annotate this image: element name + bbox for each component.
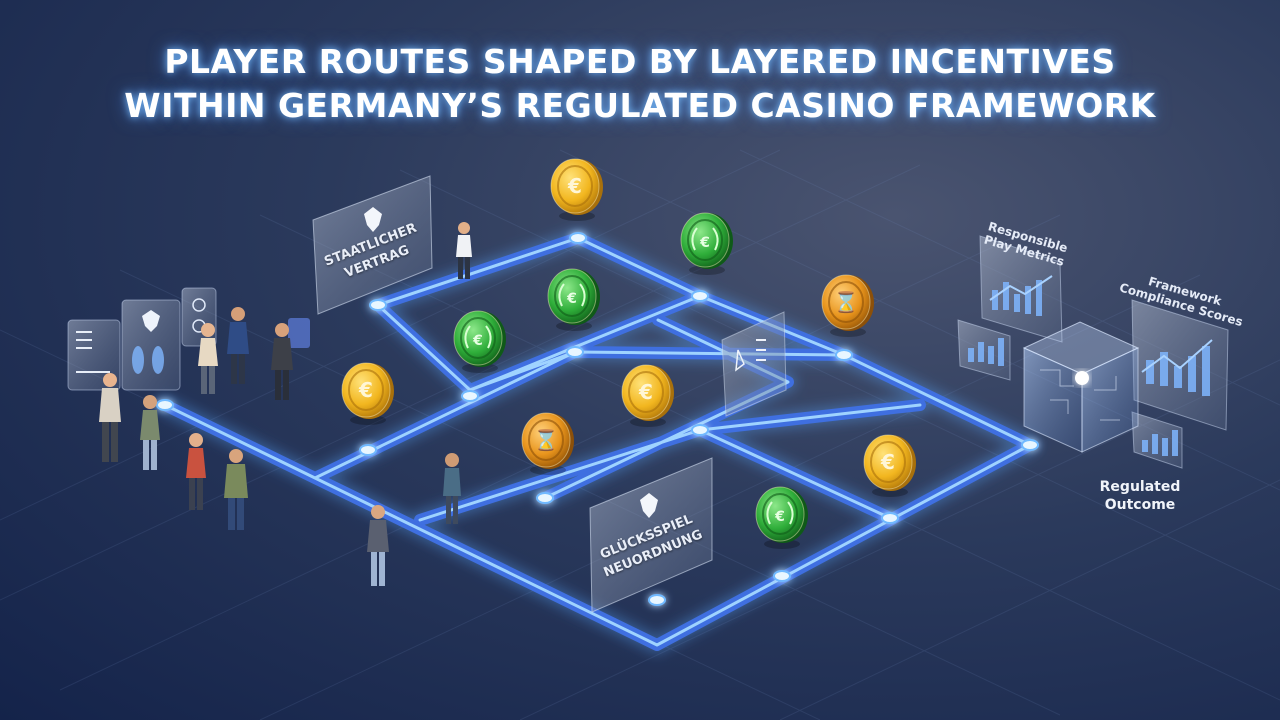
checklist-icon — [756, 339, 766, 361]
route-node — [691, 424, 709, 436]
left-dashboard — [67, 287, 310, 391]
laurel-coin: € — [680, 212, 733, 275]
route-node — [536, 492, 554, 504]
euro-icon: € — [358, 378, 373, 402]
list-icon — [76, 331, 110, 373]
player-figure — [227, 307, 249, 384]
route-node — [648, 594, 666, 606]
hourglass-coin: ⌛ — [821, 274, 874, 337]
euro-icon: € — [472, 333, 483, 349]
player-figure — [367, 505, 389, 586]
player-figure — [271, 323, 293, 400]
hourglass-icon: ⌛ — [534, 428, 559, 452]
player-figure — [224, 449, 248, 530]
route-node — [369, 299, 387, 311]
toggle-icon — [132, 346, 144, 374]
title-line: PLAYER ROUTES SHAPED BY LAYERED INCENTIV… — [164, 42, 1116, 81]
eagle-icon — [640, 493, 658, 518]
euro-icon: € — [566, 291, 577, 307]
laurel-coin: € — [547, 268, 600, 331]
euro-coin: € — [863, 434, 916, 497]
laurel-icon — [464, 325, 492, 349]
player-figure — [456, 222, 472, 279]
hourglass-coin: ⌛ — [521, 412, 574, 475]
regulated-outcome-label: Regulated Outcome — [1099, 479, 1181, 513]
route-node — [881, 512, 899, 524]
euro-icon: € — [567, 174, 582, 198]
dashboard-panel — [181, 287, 217, 347]
player-figure — [99, 373, 121, 462]
route-node — [1021, 439, 1039, 451]
route-node — [359, 444, 377, 456]
page-title: PLAYER ROUTES SHAPED BY LAYERED INCENTIV… — [0, 40, 1280, 128]
cube-icon — [1022, 321, 1140, 453]
euro-coin: € — [341, 362, 394, 425]
player-figure — [186, 433, 206, 510]
trend-arrow-icon — [1141, 339, 1213, 373]
bar-chart-icon — [992, 280, 1042, 316]
euro-coin: € — [550, 158, 603, 221]
right-metrics — [957, 235, 1229, 469]
flask-icon — [735, 349, 745, 372]
phone-panel — [288, 318, 310, 348]
laurel-icon — [691, 227, 719, 251]
bar-chart-icon — [1142, 430, 1178, 456]
trend-arrow-icon — [989, 275, 1053, 301]
euro-icon: € — [638, 380, 653, 404]
route-nodes — [156, 232, 1039, 606]
euro-icon: € — [699, 235, 710, 251]
eagle-icon — [142, 310, 160, 332]
title-line: WITHIN GERMANY’S REGULATED CASINO FRAMEW… — [124, 86, 1156, 125]
route-node — [566, 346, 584, 358]
bar-chart-icon — [968, 338, 1004, 366]
player-figure — [198, 323, 218, 394]
glass-panel-neuordnung — [589, 457, 713, 613]
route-node — [835, 349, 853, 361]
players — [99, 222, 472, 586]
hourglass-icon: ⌛ — [834, 290, 859, 314]
player-figure — [140, 395, 160, 470]
laurel-icon — [766, 501, 794, 525]
euro-icon: € — [774, 509, 785, 525]
laurel-coin: € — [755, 486, 808, 549]
player-figure — [443, 453, 461, 524]
route-node — [156, 399, 174, 411]
route-node — [773, 570, 791, 582]
euro-coin: € — [621, 364, 674, 427]
bar-chart-icon — [1146, 346, 1210, 396]
coins: € € € € ⌛ € € ⌛ € € — [341, 158, 916, 549]
euro-icon: € — [880, 450, 895, 474]
glass-panel-staatsvertrag — [312, 175, 433, 315]
laurel-coin: € — [453, 310, 506, 373]
route-node — [691, 290, 709, 302]
route-node — [569, 232, 587, 244]
eagle-icon — [364, 207, 382, 232]
laurel-icon — [558, 283, 586, 307]
toggle-icon — [152, 346, 164, 374]
gauge-icon — [192, 298, 206, 312]
route-node — [461, 390, 479, 402]
glass-panel-process — [721, 311, 787, 417]
